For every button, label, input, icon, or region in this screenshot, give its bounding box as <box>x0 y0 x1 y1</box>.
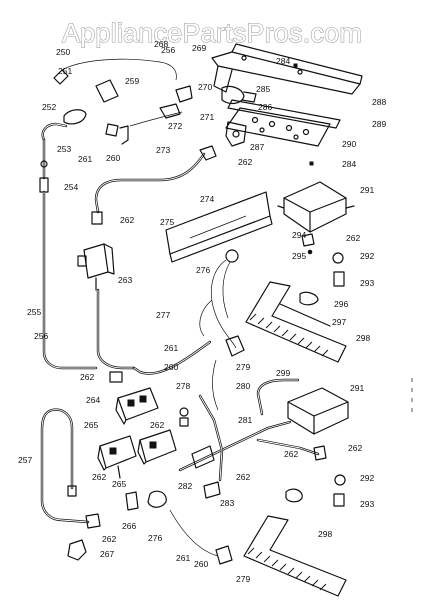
callout-262: 262 <box>150 420 164 430</box>
callout-269: 269 <box>192 43 206 53</box>
callout-276: 276 <box>196 265 210 275</box>
callout-260: 260 <box>164 362 178 372</box>
callout-297: 297 <box>332 317 346 327</box>
small-fittings-lower <box>125 407 189 511</box>
callout-280: 280 <box>236 381 250 391</box>
callout-261: 261 <box>78 154 92 164</box>
pressure-regulator-263 <box>77 243 115 291</box>
callout-275: 275 <box>160 217 174 227</box>
callout-298: 298 <box>356 333 370 343</box>
callout-277: 277 <box>156 310 170 320</box>
burner-box-upper-291 <box>277 181 355 233</box>
callout-252: 252 <box>42 102 56 112</box>
callout-262: 262 <box>102 534 116 544</box>
valve-264 <box>115 387 159 425</box>
main-gas-line-255-256 <box>42 190 212 383</box>
callout-265: 265 <box>112 479 126 489</box>
callout-261: 261 <box>164 343 178 353</box>
callout-292: 292 <box>360 251 374 261</box>
pilot-tubing-upper <box>39 58 193 193</box>
callout-266: 266 <box>122 521 136 531</box>
callout-250: 250 <box>56 47 70 57</box>
tube-257 <box>40 408 101 561</box>
watermark-text: AppliancePartsPros.com <box>62 18 362 48</box>
callout-265: 265 <box>84 420 98 430</box>
callout-262: 262 <box>238 157 252 167</box>
callout-293: 293 <box>360 278 374 288</box>
callout-262: 262 <box>92 472 106 482</box>
callout-253: 253 <box>57 144 71 154</box>
valve-265 <box>97 429 177 479</box>
callout-267: 267 <box>100 549 114 559</box>
callout-259: 259 <box>125 76 139 86</box>
main-burner-upper-298 <box>245 281 347 363</box>
callout-260: 260 <box>106 153 120 163</box>
callout-271: 271 <box>200 112 214 122</box>
callout-256: 256 <box>34 331 48 341</box>
callout-285: 285 <box>256 84 270 94</box>
callout-276: 276 <box>148 533 162 543</box>
callout-286: 286 <box>258 102 272 112</box>
callout-251: 251 <box>58 66 72 76</box>
callout-260: 260 <box>194 559 208 569</box>
manifold-280-283 <box>169 359 292 565</box>
callout-294: 294 <box>292 230 306 240</box>
callout-291: 291 <box>350 383 364 393</box>
callout-292: 292 <box>360 473 374 483</box>
callout-257: 257 <box>18 455 32 465</box>
orifice-parts-upper <box>299 233 345 306</box>
callout-283: 283 <box>220 498 234 508</box>
callout-273: 273 <box>156 145 170 155</box>
callout-262: 262 <box>346 233 360 243</box>
callout-295: 295 <box>292 251 306 261</box>
callout-255: 255 <box>27 307 41 317</box>
callout-262: 262 <box>120 215 134 225</box>
callout-287: 287 <box>250 142 264 152</box>
callout-262: 262 <box>236 472 250 482</box>
callout-274: 274 <box>200 194 214 204</box>
callout-278: 278 <box>176 381 190 391</box>
callout-282: 282 <box>178 481 192 491</box>
callout-256: 256 <box>161 45 175 55</box>
callout-264: 264 <box>86 395 100 405</box>
callout-290: 290 <box>342 139 356 149</box>
tube-299 <box>256 378 346 507</box>
callout-298: 298 <box>318 529 332 539</box>
callout-262: 262 <box>284 449 298 459</box>
callout-262: 262 <box>348 443 362 453</box>
callout-261: 261 <box>176 553 190 563</box>
callout-288: 288 <box>372 97 386 107</box>
callout-299: 299 <box>276 368 290 378</box>
callout-263: 263 <box>118 275 132 285</box>
callout-289: 289 <box>372 119 386 129</box>
callout-296: 296 <box>334 299 348 309</box>
callout-284: 284 <box>342 159 356 169</box>
callout-268: 268 <box>154 39 168 49</box>
callout-270: 270 <box>198 82 212 92</box>
heat-shield-275 <box>165 191 273 263</box>
callout-293: 293 <box>360 499 374 509</box>
callout-284: 284 <box>276 56 290 66</box>
callout-279: 279 <box>236 362 250 372</box>
callout-254: 254 <box>64 182 78 192</box>
thermocouple-upper <box>199 249 245 357</box>
top-burner-bracket-assembly <box>211 43 363 166</box>
callout-279: 279 <box>236 574 250 584</box>
callout-272: 272 <box>168 121 182 131</box>
burner-box-lower-291 <box>287 387 349 435</box>
callout-262: 262 <box>80 372 94 382</box>
callout-labels: 256 268 250 269 284 251 259 270 285 288 … <box>18 39 386 584</box>
main-burner-lower-298 <box>243 488 347 597</box>
callout-291: 291 <box>360 185 374 195</box>
callout-281: 281 <box>238 415 252 425</box>
gas-supply-tube-274 <box>91 145 217 225</box>
